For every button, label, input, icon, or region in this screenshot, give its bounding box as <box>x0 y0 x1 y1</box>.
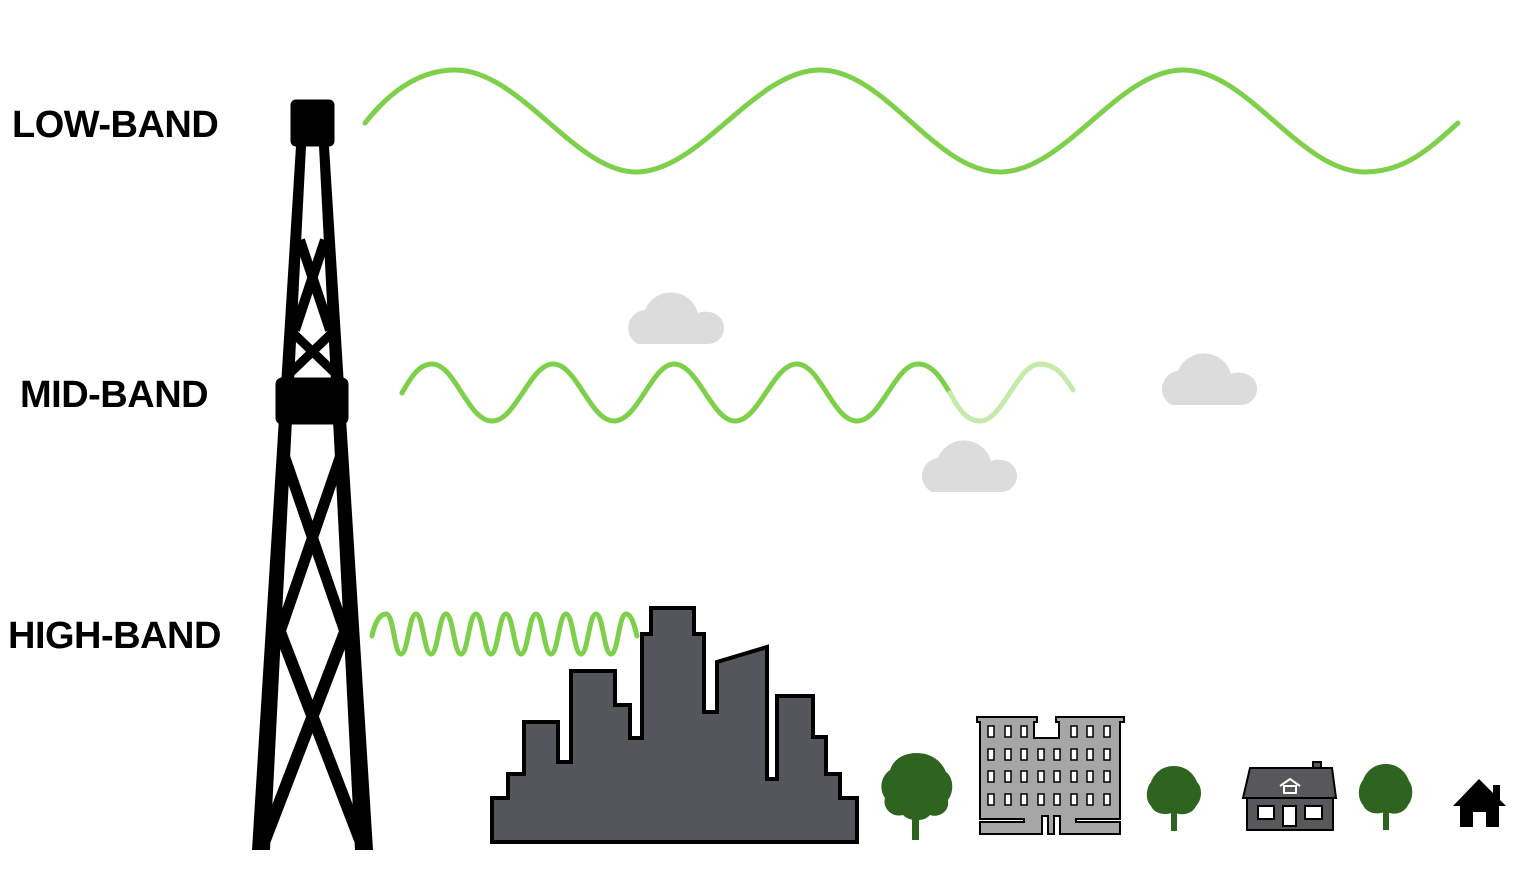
cloud-icon <box>922 440 1017 492</box>
band-label-high: HIGH-BAND <box>8 615 221 657</box>
cell-tower-icon <box>252 99 373 850</box>
cloud-icon <box>628 292 724 344</box>
home-icon <box>1453 779 1506 827</box>
city-skyline-icon <box>490 606 859 844</box>
mid-band-wave-attenuated <box>947 361 1076 424</box>
cloud-icon <box>1162 353 1257 405</box>
high-band-wave <box>369 611 640 657</box>
low-band-wave <box>362 67 1461 175</box>
tree-icon <box>881 753 953 840</box>
tree-icon <box>1358 764 1413 830</box>
tree-icon <box>1146 766 1202 831</box>
band-label-low: LOW-BAND <box>12 104 219 146</box>
band-label-mid: MID-BAND <box>20 374 209 416</box>
house-icon <box>1241 761 1338 831</box>
apartment-building-icon <box>976 716 1125 835</box>
mid-band-wave <box>399 361 953 424</box>
